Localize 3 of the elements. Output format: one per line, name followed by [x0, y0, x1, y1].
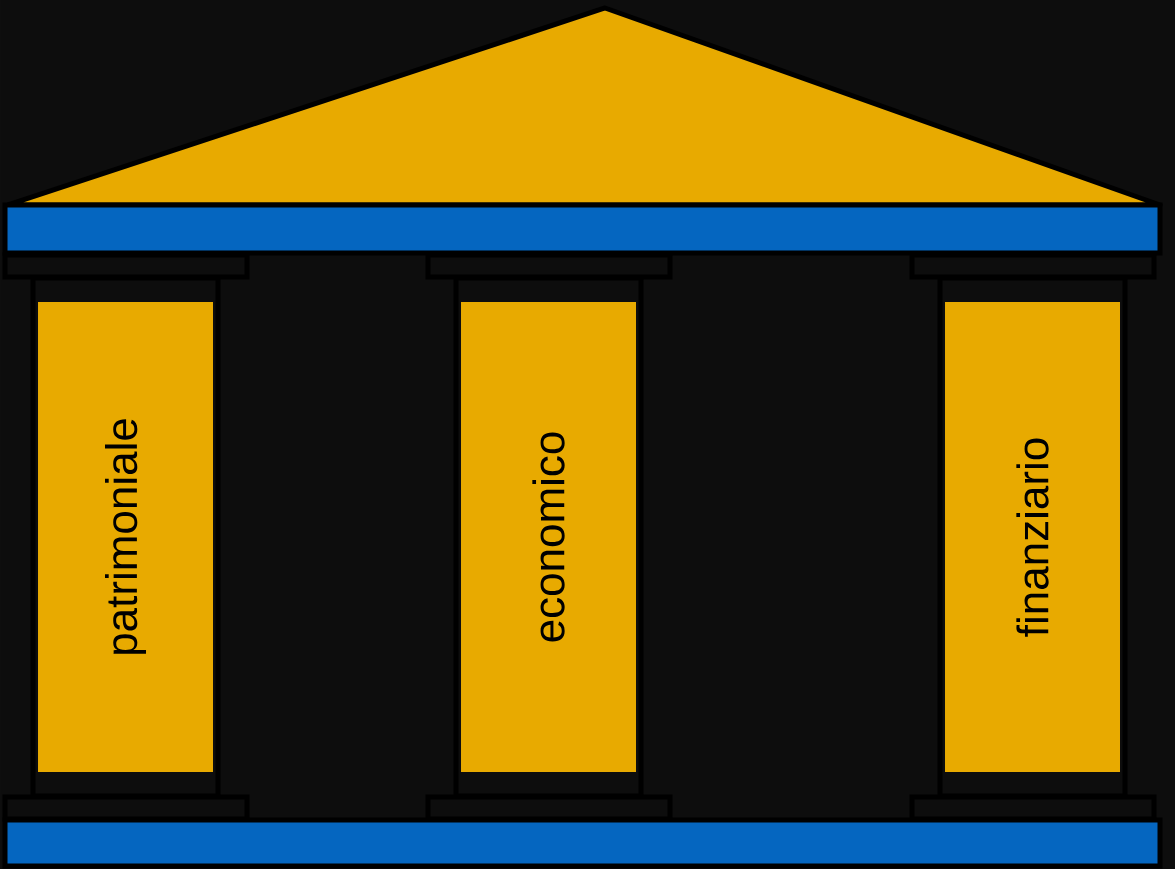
- column-box: patrimoniale: [38, 302, 213, 772]
- column-box: economico: [461, 302, 636, 772]
- column-box: finanziario: [945, 302, 1120, 772]
